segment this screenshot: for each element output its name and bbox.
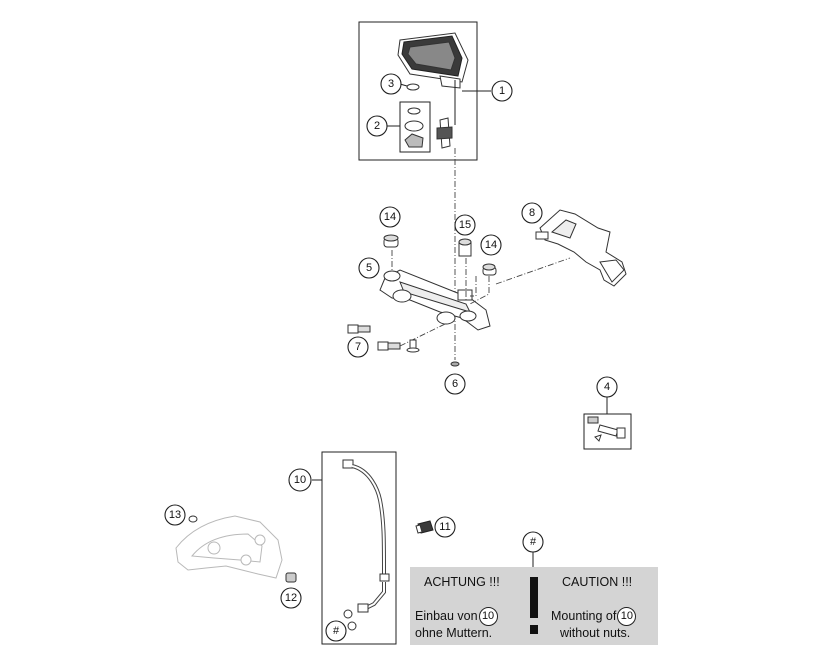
callout-5: 5 (358, 257, 380, 279)
callout-6: 6 (444, 373, 466, 395)
svg-text:1: 1 (499, 85, 505, 97)
mounting-bracket (379, 269, 491, 331)
push-rivet (406, 339, 420, 353)
warning-title-english: CAUTION !!! (562, 575, 633, 589)
svg-text:#: # (333, 625, 340, 637)
warning-english-text: Mounting of (551, 608, 617, 623)
callout-12: 12 (280, 587, 302, 609)
callout-14-right: 14 (480, 234, 502, 256)
svg-text:12: 12 (285, 592, 297, 604)
warning-german-ref-10: 10 (478, 607, 498, 626)
callout-2: 2 (366, 115, 388, 137)
part-12-bush (285, 572, 297, 583)
svg-text:2: 2 (374, 120, 380, 132)
callout-10: 10 (288, 468, 312, 492)
part-13-ring (188, 515, 198, 523)
warning-english-ref-10: 10 (617, 607, 637, 626)
callout-11: 11 (434, 516, 456, 538)
callout-1: 1 (491, 80, 513, 102)
part-10-cable (342, 459, 390, 631)
warning-german-text: Einbau von (415, 608, 478, 623)
part-7-screw-upper (347, 324, 371, 334)
part-8-side-bracket (535, 209, 627, 287)
dashboard-instrument (397, 32, 469, 149)
part-14-rubber-right (482, 263, 497, 276)
callout-3: 3 (380, 73, 402, 95)
svg-text:15: 15 (459, 219, 471, 231)
svg-text:7: 7 (355, 341, 361, 353)
callout-hash-bottom: # (325, 620, 347, 642)
part-7-screw-lower (377, 341, 401, 351)
svg-text:5: 5 (366, 262, 372, 274)
svg-text:4: 4 (604, 381, 610, 393)
part-2-frame (399, 101, 431, 153)
callout-7: 7 (347, 336, 369, 358)
svg-text:14: 14 (485, 239, 497, 251)
svg-text:14: 14 (384, 211, 396, 223)
svg-text:8: 8 (529, 207, 535, 219)
svg-text:11: 11 (439, 521, 450, 533)
part-2-seal-set (404, 107, 424, 148)
warning-text-german-line2: ohne Muttern. (415, 626, 493, 640)
callout-hash-top: # (522, 531, 544, 553)
callout-8: 8 (521, 202, 543, 224)
part-15-bushing (458, 238, 472, 257)
part-4-lock-parts (587, 416, 626, 442)
callout-14-left: 14 (379, 206, 401, 228)
part-6-plug (450, 361, 460, 367)
part-14-rubber-left (383, 234, 399, 248)
svg-text:10: 10 (294, 474, 306, 486)
frame-outline (175, 515, 283, 579)
warning-text-english-line2: without nuts. (560, 626, 631, 640)
svg-text:6: 6 (452, 378, 458, 390)
callout-13: 13 (164, 504, 186, 526)
svg-text:13: 13 (169, 509, 181, 521)
part-10-frame (321, 451, 397, 645)
svg-text:#: # (530, 536, 537, 548)
exclamation-mark-icon (528, 577, 540, 639)
svg-text:3: 3 (388, 78, 394, 90)
callout-4: 4 (596, 376, 618, 398)
warning-title-german: ACHTUNG !!! (424, 575, 500, 589)
part-3-washer (406, 83, 420, 91)
callout-15: 15 (454, 214, 476, 236)
part-11-clip (415, 520, 434, 534)
